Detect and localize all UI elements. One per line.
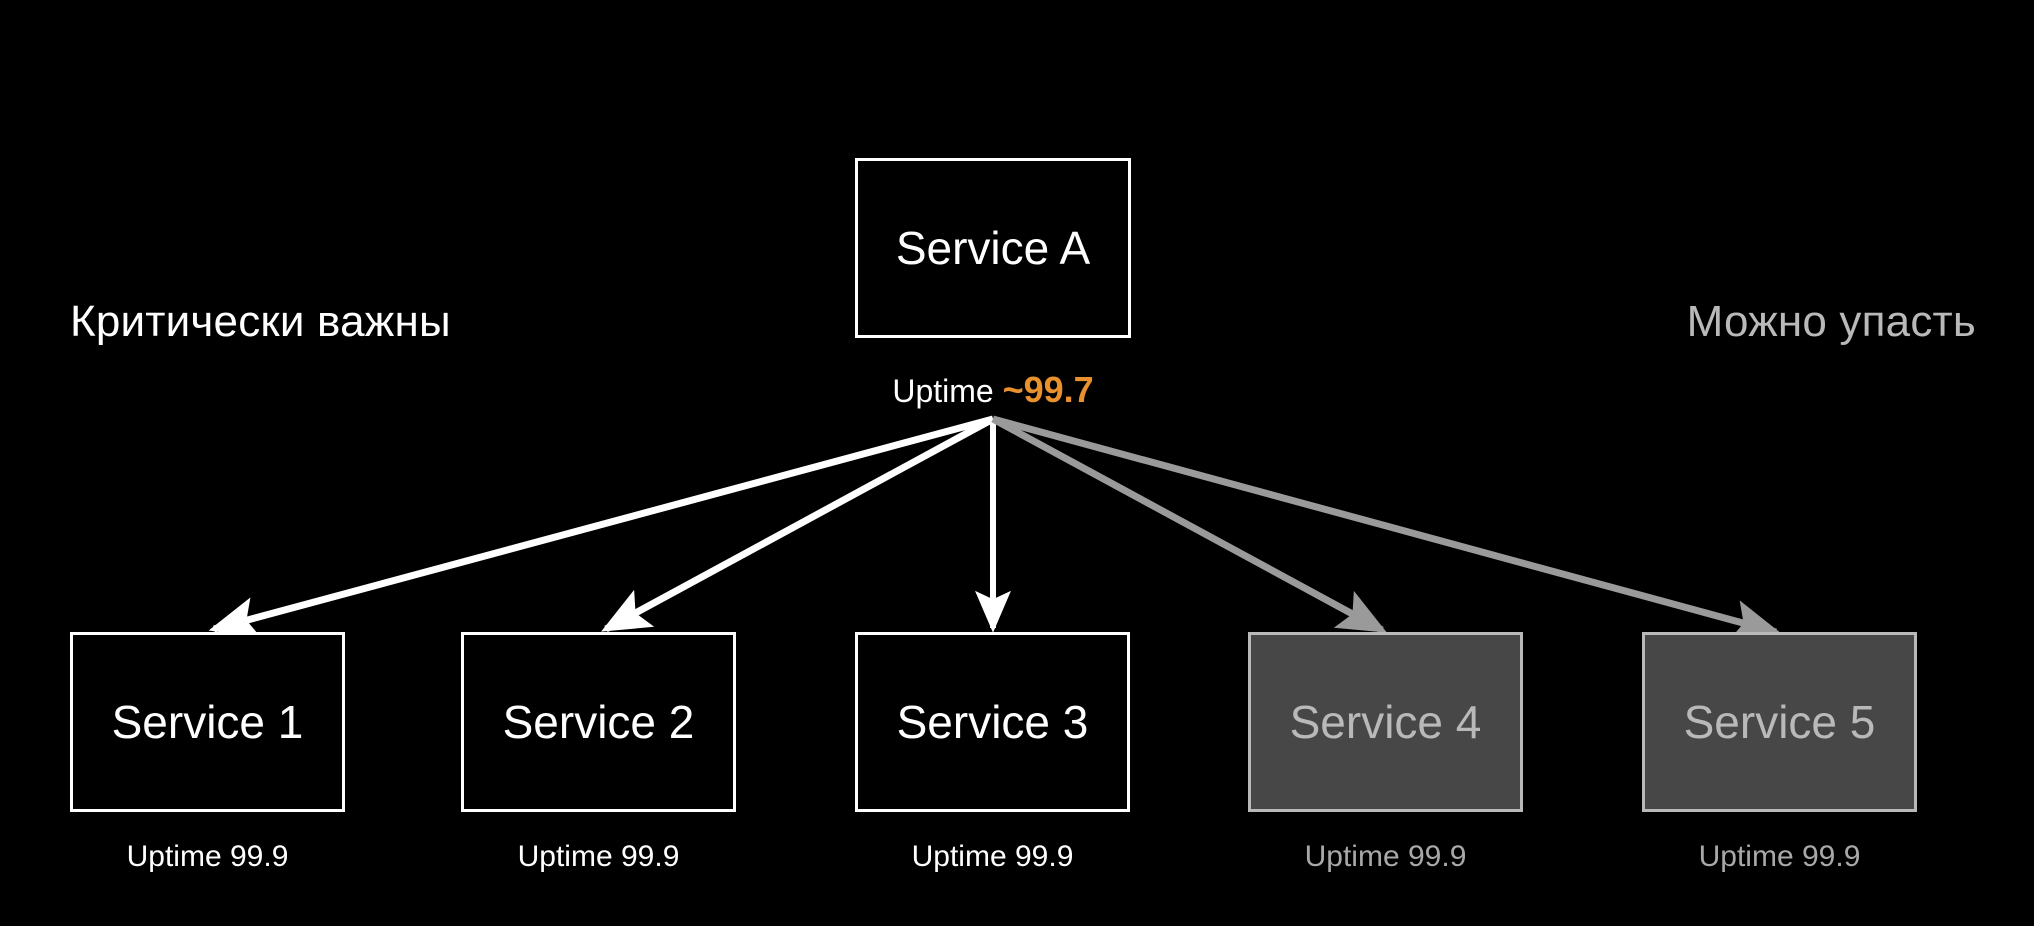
uptime-service-a-value: ~99.7: [1002, 369, 1094, 410]
zone-caption-critical: Критически важны: [70, 297, 451, 346]
node-service-5[interactable]: Service 5: [1642, 632, 1917, 812]
uptime-service-a: Uptime ~99.7: [855, 372, 1131, 408]
edge-service-a-to-service-4: [991, 415, 1387, 634]
uptime-service-3: Uptime 99.9: [911, 840, 1074, 873]
node-service-1[interactable]: Service 1: [70, 632, 345, 812]
node-service-a[interactable]: Service A: [855, 158, 1131, 338]
node-service-4-label: Service 4: [1289, 696, 1482, 748]
uptime-service-1: Uptime 99.9: [126, 840, 289, 873]
node-service-3-label: Service 3: [896, 696, 1089, 748]
uptime-service-4: Uptime 99.9: [1304, 840, 1467, 873]
uptime-service-a-prefix: Uptime: [892, 373, 994, 409]
node-service-1-label: Service 1: [111, 696, 304, 748]
uptime-service-5: Uptime 99.9: [1698, 840, 1861, 873]
node-service-a-label: Service A: [895, 222, 1091, 274]
edge-service-a-to-service-2: [601, 415, 995, 633]
node-service-4[interactable]: Service 4: [1248, 632, 1523, 812]
node-service-3[interactable]: Service 3: [855, 632, 1130, 812]
edge-service-a-to-service-1: [208, 415, 994, 638]
node-service-5-label: Service 5: [1683, 696, 1876, 748]
zone-caption-droppable: Можно упасть: [1686, 297, 1976, 346]
uptime-service-2: Uptime 99.9: [517, 840, 680, 873]
node-service-2[interactable]: Service 2: [461, 632, 736, 812]
edge-service-a-to-service-5: [992, 415, 1782, 641]
node-service-2-label: Service 2: [502, 696, 695, 748]
